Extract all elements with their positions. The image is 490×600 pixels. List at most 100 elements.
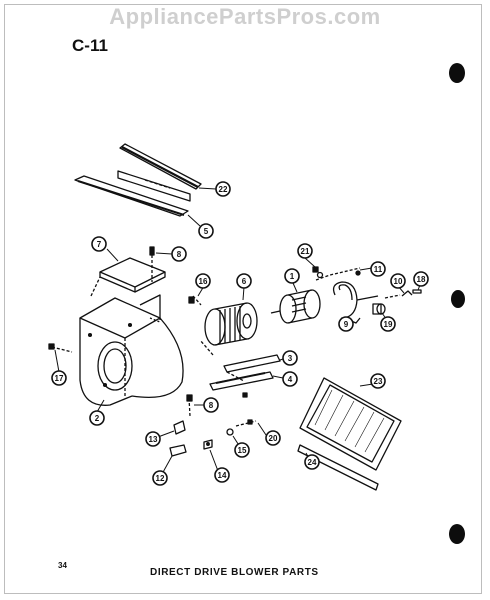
small-hardware-parts bbox=[169, 420, 213, 457]
callout-number: 3 bbox=[288, 354, 293, 363]
callout-1: 1 bbox=[284, 268, 300, 284]
callout-number: 14 bbox=[218, 471, 227, 480]
callout-number: 20 bbox=[269, 434, 278, 443]
callout-17: 17 bbox=[51, 370, 67, 386]
callout-23: 23 bbox=[370, 373, 386, 389]
callout-21: 21 bbox=[297, 243, 313, 259]
callout-8: 8 bbox=[203, 397, 219, 413]
binder-hole-middle bbox=[451, 290, 465, 308]
motor-mount-part bbox=[315, 267, 379, 324]
callout-13: 13 bbox=[145, 431, 161, 447]
callout-number: 15 bbox=[238, 446, 247, 455]
callout-number: 1 bbox=[290, 272, 295, 281]
callout-number: 7 bbox=[97, 240, 102, 249]
callout-circle bbox=[195, 273, 211, 289]
bracket-bar-part bbox=[223, 354, 281, 382]
screws-15-20-parts bbox=[226, 419, 257, 436]
callout-circle bbox=[203, 397, 219, 413]
callout-number: 23 bbox=[374, 377, 383, 386]
callout-number: 10 bbox=[394, 277, 403, 286]
filter-strip-part bbox=[297, 444, 379, 491]
callout-circle bbox=[198, 223, 214, 239]
callout-number: 22 bbox=[219, 185, 228, 194]
nut-21-part bbox=[312, 266, 324, 279]
callout-number: 18 bbox=[417, 275, 426, 284]
callout-number: 13 bbox=[149, 435, 158, 444]
callout-number: 2 bbox=[95, 414, 100, 423]
callout-10: 10 bbox=[390, 273, 406, 289]
callout-22: 22 bbox=[215, 181, 231, 197]
callout-circle bbox=[152, 470, 168, 486]
callout-number: 8 bbox=[209, 401, 214, 410]
callout-number: 8 bbox=[177, 250, 182, 259]
capacitor-part bbox=[372, 303, 386, 315]
top-rail-part bbox=[119, 143, 202, 190]
callout-circle bbox=[390, 273, 406, 289]
callout-number: 9 bbox=[344, 320, 349, 329]
callout-circle bbox=[145, 431, 161, 447]
callout-19: 19 bbox=[380, 316, 396, 332]
callout-circle bbox=[380, 316, 396, 332]
callout-circle bbox=[413, 271, 429, 287]
callout-18: 18 bbox=[413, 271, 429, 287]
support-rail-part bbox=[209, 371, 274, 398]
callout-circle bbox=[338, 316, 354, 332]
callout-circle bbox=[51, 370, 67, 386]
callout-circle bbox=[284, 268, 300, 284]
motor-part bbox=[270, 289, 321, 324]
screw-16-part bbox=[188, 295, 202, 306]
callout-circle bbox=[265, 430, 281, 446]
callout-20: 20 bbox=[265, 430, 281, 446]
callout-5: 5 bbox=[198, 223, 214, 239]
callout-layer: 22 5 7 8 16 6 1 21 11 10 18 9 19 3 4 17 2 8 23 13 20 12 14 15 24 bbox=[51, 181, 429, 486]
callout-number: 4 bbox=[288, 375, 293, 384]
callout-circle bbox=[89, 410, 105, 426]
callout-6: 6 bbox=[236, 273, 252, 289]
callout-circle bbox=[304, 454, 320, 470]
page-number: 34 bbox=[58, 561, 67, 570]
callout-circle bbox=[234, 442, 250, 458]
page-border bbox=[4, 4, 482, 594]
callout-2: 2 bbox=[89, 410, 105, 426]
callout-7: 7 bbox=[91, 236, 107, 252]
site-watermark: AppliancePartsPros.com bbox=[109, 4, 381, 29]
binder-hole-top bbox=[449, 63, 465, 83]
clip-hardware-part bbox=[384, 289, 422, 299]
screw-lower-part bbox=[186, 394, 193, 417]
callout-3: 3 bbox=[282, 350, 298, 366]
callout-number: 21 bbox=[301, 247, 310, 256]
blower-housing-part bbox=[79, 294, 184, 406]
slide-rail-part bbox=[74, 170, 191, 217]
callout-circle bbox=[215, 181, 231, 197]
callout-circle bbox=[91, 236, 107, 252]
callout-number: 11 bbox=[374, 265, 383, 274]
callout-circle bbox=[171, 246, 187, 262]
callout-8: 8 bbox=[171, 246, 187, 262]
callout-16: 16 bbox=[195, 273, 211, 289]
callout-circle bbox=[282, 350, 298, 366]
callout-11: 11 bbox=[370, 261, 386, 277]
callout-circle bbox=[214, 467, 230, 483]
callout-circle bbox=[236, 273, 252, 289]
callout-15: 15 bbox=[234, 442, 250, 458]
callout-number: 24 bbox=[308, 458, 317, 467]
callout-number: 5 bbox=[204, 227, 209, 236]
binder-hole-bottom bbox=[449, 524, 465, 544]
callout-number: 6 bbox=[242, 277, 247, 286]
callout-24: 24 bbox=[304, 454, 320, 470]
callout-circle bbox=[370, 373, 386, 389]
callout-number: 17 bbox=[55, 374, 64, 383]
callout-12: 12 bbox=[152, 470, 168, 486]
callout-14: 14 bbox=[214, 467, 230, 483]
callout-number: 12 bbox=[156, 474, 165, 483]
callout-circle bbox=[297, 243, 313, 259]
cover-plate-part bbox=[90, 257, 166, 297]
callout-4: 4 bbox=[282, 371, 298, 387]
diagram-code: C-11 bbox=[72, 36, 108, 55]
screw-top-part bbox=[149, 246, 155, 282]
callout-number: 19 bbox=[384, 320, 393, 329]
blower-wheel-part bbox=[199, 302, 258, 356]
diagram-title: DIRECT DRIVE BLOWER PARTS bbox=[150, 567, 319, 578]
